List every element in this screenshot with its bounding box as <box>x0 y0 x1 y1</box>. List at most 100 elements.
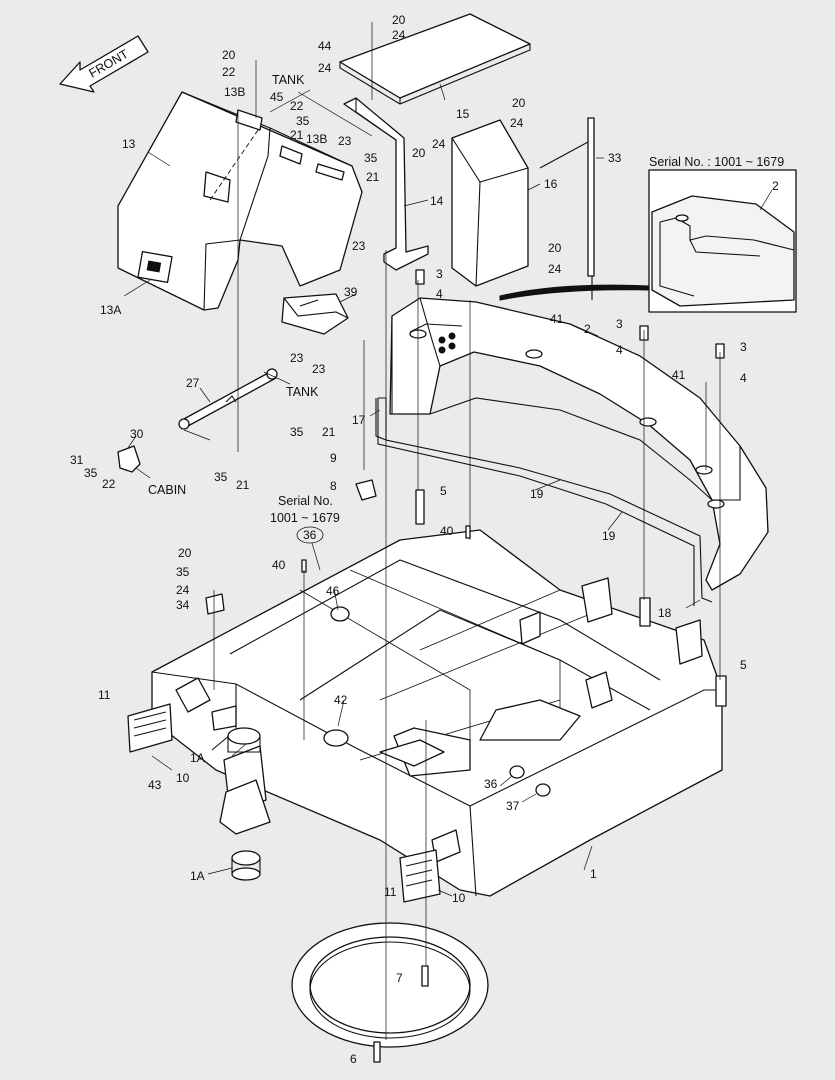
callout: 10 <box>452 891 466 905</box>
front-arrow-icon: FRONT <box>59 35 149 93</box>
callout: 43 <box>148 778 162 792</box>
callout: 40 <box>272 558 286 572</box>
callout: 23 <box>312 362 326 376</box>
assembly-lines <box>135 22 721 1040</box>
swing-ring <box>291 922 489 1048</box>
callout: 24 <box>392 28 406 42</box>
callout: 41 <box>672 368 686 382</box>
callout: 11 <box>98 688 111 702</box>
callout: 21 <box>236 478 250 492</box>
tank-label-top: TANK <box>272 73 305 87</box>
callout: 6 <box>350 1052 357 1066</box>
callout: 35 <box>296 114 310 128</box>
callout: 22 <box>222 65 236 79</box>
callout: 35 <box>176 565 190 579</box>
callout: 24 <box>318 61 332 75</box>
callout: 35 <box>364 151 378 165</box>
callout: 16 <box>544 177 558 191</box>
callout: 46 <box>326 584 340 598</box>
callout: 17 <box>352 413 366 427</box>
callout: 1 <box>590 867 597 881</box>
callout: 13A <box>100 303 121 317</box>
callout: 13B <box>224 85 245 99</box>
callout: 27 <box>186 376 200 390</box>
callout: 20 <box>412 146 426 160</box>
grilles-10 <box>127 703 441 903</box>
callout: 9 <box>330 451 337 465</box>
callout: 24 <box>432 137 446 151</box>
callout: 23 <box>290 351 304 365</box>
callout: 8 <box>330 479 337 493</box>
inset-serial-detail: Serial No. : 1001 ~ 1679 <box>499 155 797 313</box>
callout: 4 <box>740 371 747 385</box>
callout: 13B <box>306 132 327 146</box>
serial-note-line2: 1001 ~ 1679 <box>270 511 340 525</box>
callout: 1A <box>190 869 205 883</box>
callout: 35 <box>290 425 304 439</box>
box-16 <box>451 119 529 287</box>
callout: 40 <box>440 524 454 538</box>
callout: 36 <box>303 528 317 542</box>
callout: 45 <box>270 90 284 104</box>
callout: 20 <box>512 96 526 110</box>
callout: 31 <box>70 453 84 467</box>
callout: 34 <box>176 598 190 612</box>
callout: 20 <box>178 546 192 560</box>
callout: 22 <box>290 99 304 113</box>
callout: 2 <box>772 179 779 193</box>
bracket-14 <box>343 97 429 271</box>
callout: 2 <box>584 322 591 336</box>
callout: 44 <box>318 39 332 53</box>
callout: 5 <box>440 484 447 498</box>
callout: 24 <box>176 583 190 597</box>
callout: 41 <box>550 312 564 326</box>
callout: 35 <box>214 470 228 484</box>
inset-serial-note: Serial No. : 1001 ~ 1679 <box>649 155 784 169</box>
callout: 19 <box>530 487 544 501</box>
callout: 20 <box>392 13 406 27</box>
callout: 24 <box>510 116 524 130</box>
callout: 4 <box>436 287 443 301</box>
callout: 21 <box>366 170 380 184</box>
callout: 37 <box>506 799 520 813</box>
callout: 10 <box>176 771 190 785</box>
cabin-label: CABIN <box>148 483 186 497</box>
callout-numbers: 20 24 44 24 15 20 22 13B 45 22 35 21 13B… <box>70 13 779 1066</box>
rod-27 <box>178 368 278 430</box>
callout: 19 <box>602 529 616 543</box>
callout: 20 <box>548 241 562 255</box>
swing-pins-1A <box>219 727 271 881</box>
flow-labels: TANK TANK CABIN <box>148 73 319 497</box>
frame-1 <box>151 529 723 897</box>
callout: 23 <box>338 134 352 148</box>
callout: 3 <box>740 340 747 354</box>
callout: 7 <box>396 971 403 985</box>
callout: 11 <box>384 885 397 899</box>
callout: 30 <box>130 427 144 441</box>
callout: 42 <box>334 693 348 707</box>
callout: 39 <box>344 285 358 299</box>
callout: 1A <box>190 751 205 765</box>
serial-note: Serial No. 1001 ~ 1679 <box>270 494 340 571</box>
callout: 36 <box>484 777 498 791</box>
cover-13 <box>117 91 363 311</box>
callout: 22 <box>102 477 116 491</box>
callout: 35 <box>84 466 98 480</box>
callout: 24 <box>548 262 562 276</box>
callout: 13 <box>122 137 136 151</box>
tank-label-mid: TANK <box>286 385 319 399</box>
callout: 23 <box>352 239 366 253</box>
callout: 5 <box>740 658 747 672</box>
callout: 3 <box>436 267 443 281</box>
callout: 20 <box>222 48 236 62</box>
callout: 15 <box>456 107 470 121</box>
callout: 18 <box>658 606 672 620</box>
callout: 21 <box>290 128 304 142</box>
callout: 33 <box>608 151 622 165</box>
callout: 4 <box>616 343 623 357</box>
plate-15 <box>339 13 531 105</box>
leader-lines <box>123 83 773 897</box>
counterweight-2 <box>389 297 769 591</box>
